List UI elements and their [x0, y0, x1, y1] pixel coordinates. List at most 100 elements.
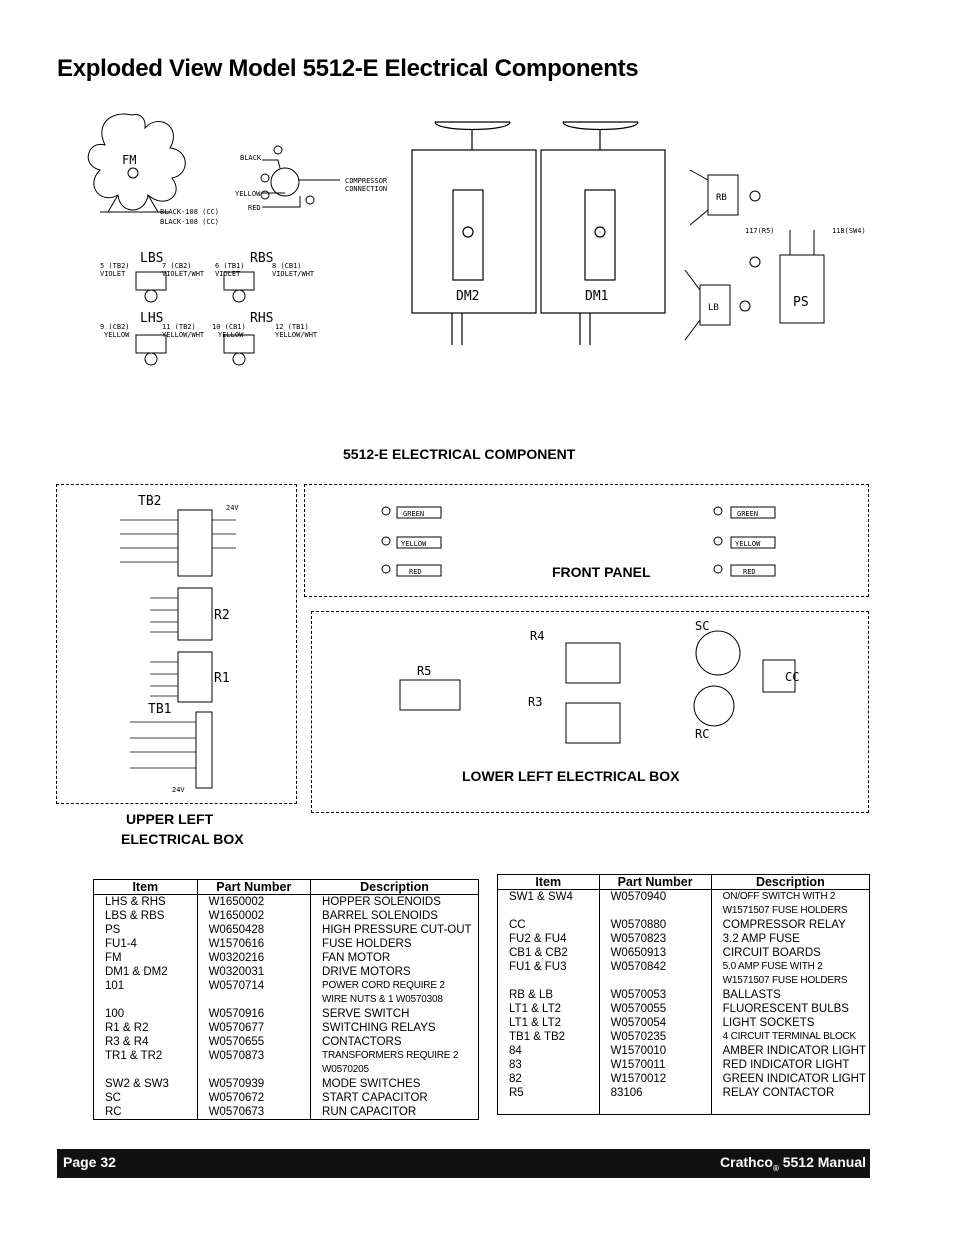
wire-label: 7 (CB2)	[162, 262, 192, 270]
table-cell: W0570235	[598, 1030, 712, 1044]
table-cell	[710, 1100, 871, 1115]
table-cell: W0570940	[598, 889, 712, 904]
table-cell: SW2 & SW3	[93, 1077, 198, 1091]
solenoids	[135, 271, 255, 366]
table-cell: SW1 & SW4	[497, 889, 600, 904]
indicator-light-label: RED	[743, 568, 756, 576]
table-cell: W0320031	[196, 965, 312, 979]
compressor-relay-label: CC	[785, 670, 799, 684]
table-cell: SWITCHING RELAYS	[310, 1021, 479, 1035]
table-cell: W1571507 FUSE HOLDERS	[710, 904, 871, 918]
table-cell: W0570873	[196, 1049, 312, 1063]
caption-line: ELECTRICAL BOX	[121, 831, 244, 847]
table-cell: W1650002	[196, 909, 312, 923]
solenoid-label: LBS	[140, 251, 163, 266]
table-cell: LT1 & LT2	[497, 1002, 600, 1016]
relay-label: R2	[214, 608, 230, 623]
table-cell	[497, 974, 600, 988]
table-cell: RED INDICATOR LIGHT	[710, 1058, 871, 1072]
wire-label: YELLOW	[104, 331, 130, 339]
table-cell: 83	[497, 1058, 600, 1072]
table-cell: CB1 & CB2	[497, 946, 600, 960]
table-cell: GREEN INDICATOR LIGHT	[710, 1072, 871, 1086]
table-cell: AMBER INDICATOR LIGHT	[710, 1044, 871, 1058]
wire-label: 12 (TB1)	[275, 323, 309, 331]
wire-label: 118(SW4)	[832, 227, 866, 235]
table-row: W1571507 FUSE HOLDERS	[497, 904, 871, 918]
table-cell: R5	[497, 1086, 600, 1100]
table-cell: CC	[497, 918, 600, 932]
table-cell: 82	[497, 1072, 600, 1086]
wire-label: 8 (CB1)	[272, 262, 302, 270]
wire-label: 5 (TB2)	[100, 262, 130, 270]
table-cell: HIGH PRESSURE CUT-OUT	[310, 923, 479, 937]
table-header: Part Number	[196, 879, 312, 895]
wire-label: 10 (CB1)	[212, 323, 246, 331]
table-cell	[497, 904, 600, 918]
indicator-light-label: RED	[409, 568, 422, 576]
front-panel-caption: FRONT PANEL	[552, 564, 651, 580]
table-cell: 84	[497, 1044, 600, 1058]
table-cell: W0570054	[598, 1016, 712, 1030]
wire-label: 11 (TB2)	[162, 323, 196, 331]
table-cell: W0570055	[598, 1002, 712, 1016]
table-cell: WIRE NUTS & 1 W0570308	[310, 993, 479, 1007]
table-cell: FLUORESCENT BULBS	[710, 1002, 871, 1016]
fm-wire-label: BLACK-108 (CC)	[160, 218, 219, 226]
table-cell: CONTACTORS	[310, 1035, 479, 1049]
wire-label: VIOLET	[100, 270, 126, 278]
manual-title: 5512 Manual	[778, 1154, 866, 1170]
table-cell: W0570939	[196, 1077, 312, 1091]
wire-label: YELLOW/WHT	[162, 331, 205, 339]
wire-label: 9 (CB2)	[100, 323, 130, 331]
ballast-label: LB	[708, 303, 719, 313]
table-cell: W0650913	[598, 946, 712, 960]
table-cell: W1570012	[598, 1072, 712, 1086]
wire-label: 117(R5)	[745, 227, 775, 235]
table-cell: W1570616	[196, 937, 312, 951]
table-cell: W1570010	[598, 1044, 712, 1058]
table-cell: 5.0 AMP FUSE WITH 2	[710, 960, 871, 974]
table-cell: MODE SWITCHES	[310, 1077, 479, 1091]
table-cell: FU1-4	[93, 937, 198, 951]
table-cell: COMPRESSOR RELAY	[710, 918, 871, 932]
table-cell: TR1 & TR2	[93, 1049, 198, 1063]
table-cell: RELAY CONTACTOR	[710, 1086, 871, 1100]
table-header: Item	[497, 874, 600, 890]
table-cell: W0570673	[196, 1105, 312, 1120]
lower-left-box-caption: LOWER LEFT ELECTRICAL BOX	[462, 768, 680, 784]
solenoid-label: LHS	[140, 311, 163, 326]
table-row: WIRE NUTS & 1 W0570308	[93, 993, 479, 1007]
wire-label: YELLOW	[235, 190, 261, 198]
table-header: Description	[310, 879, 479, 895]
table-cell: 101	[93, 979, 198, 993]
table-cell: BALLASTS	[710, 988, 871, 1002]
table-cell: W0570655	[196, 1035, 312, 1049]
table-cell: RUN CAPACITOR	[310, 1105, 479, 1120]
wire-label: YELLOW/WHT	[275, 331, 318, 339]
fan-motor	[87, 113, 186, 213]
capacitor-label: SC	[695, 619, 709, 633]
wire-label: YELLOW	[218, 331, 244, 339]
table-cell	[196, 1063, 312, 1077]
table-row: W1571507 FUSE HOLDERS	[497, 974, 871, 988]
table-cell	[93, 1063, 198, 1077]
wire-label: VIOLET	[215, 270, 241, 278]
